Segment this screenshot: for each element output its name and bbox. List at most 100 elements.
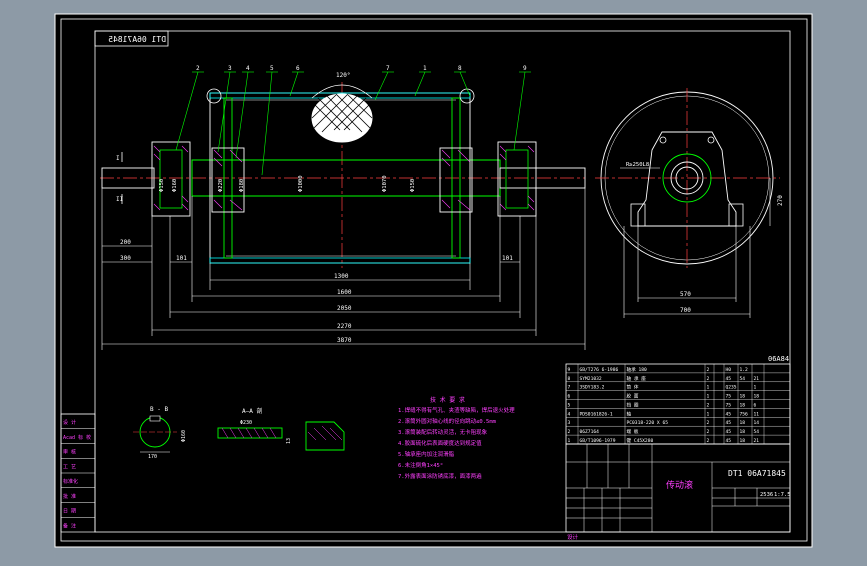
- bom-cell: 端 板: [627, 428, 639, 435]
- bom-cell: 45: [726, 429, 732, 435]
- tech-note-line: 7.外露表面涂防锈底漆，面漆两遍: [398, 472, 482, 480]
- shaft-left-end: [101, 167, 155, 189]
- bolt-2: [707, 136, 715, 144]
- dim-1600: 1600: [337, 289, 352, 296]
- bom-cell: 75: [726, 394, 732, 400]
- bom-cell: 1: [568, 438, 571, 444]
- bom-cell: 轴: [627, 410, 632, 417]
- bom-cell: 筒 体: [627, 384, 639, 391]
- bom-cell: 6: [568, 394, 571, 400]
- balloon-leader: [217, 71, 231, 153]
- tech-note-line: 1.焊缝不得有气孔、夹渣等缺陷，焊后退火处理: [398, 406, 515, 414]
- section-bb-width: 170: [148, 454, 157, 460]
- part-name: 传动滚: [666, 479, 693, 491]
- bom-cell: 7: [568, 385, 571, 391]
- shaft-diameter-label: Φ1070: [382, 175, 388, 192]
- balloon-number: 3: [228, 65, 232, 72]
- balloon-number: 1: [423, 65, 427, 72]
- left-block-label: 批 准: [63, 493, 76, 500]
- bom-cell: 4: [568, 411, 571, 417]
- frame-inner: [94, 30, 791, 533]
- dim-300: 300: [120, 255, 131, 262]
- section-aa-body: [217, 427, 283, 439]
- balloon-leader: [374, 71, 389, 101]
- bom-cell: 键 C45X280: [627, 437, 654, 444]
- balloon-leader: [459, 71, 471, 97]
- balloon-leader: [289, 71, 299, 97]
- left-block-label: 设 计: [63, 419, 76, 426]
- bom-cell: 2: [707, 420, 710, 426]
- drum-rubber-bottom: [209, 257, 471, 264]
- dim-101-right: 101: [502, 255, 513, 262]
- scale-value: 1:7.5: [774, 492, 791, 498]
- tech-note-line: 5.轴承座内加注润滑脂: [398, 450, 455, 458]
- aa-hatch: [221, 427, 277, 439]
- bom-cell: GB/T1096-1979: [580, 438, 616, 444]
- section-aa-title: A—A 剖: [242, 407, 262, 415]
- bom-cell: 6: [754, 402, 757, 408]
- bom-cell: PC0318-220 X 65: [627, 420, 669, 426]
- weld-hatch: [307, 425, 343, 441]
- section-mark-i-top: I: [116, 155, 120, 162]
- bore-outer: [662, 153, 712, 203]
- bom-cell: 9: [568, 367, 571, 373]
- balloon-number: 4: [246, 65, 250, 72]
- bom-cell: 1: [754, 385, 757, 391]
- bom-cell: 18: [754, 394, 760, 400]
- left-block-label: 工 艺: [63, 464, 76, 470]
- bom-cell: 3SDY183.2: [580, 385, 605, 391]
- shaft-diameter-label: Φ180: [239, 179, 245, 192]
- bom-cell: 45: [726, 420, 732, 426]
- bom-cell: 18: [740, 402, 746, 408]
- bom-cell: 06Z7164: [580, 429, 600, 435]
- dim-101-left: 101: [176, 255, 187, 262]
- drawing-number: DT1 06A71845: [728, 469, 786, 478]
- frame-outer: [60, 18, 808, 542]
- bolt-1: [659, 136, 667, 144]
- bom-cell: 2: [707, 429, 710, 435]
- bom-cell: 1: [707, 394, 710, 400]
- section-bb-height: Φ160: [181, 430, 187, 442]
- bom-cell: 18: [740, 394, 746, 400]
- angle-arc: [311, 84, 373, 99]
- bom-cell: 45: [726, 376, 732, 382]
- dim-radius: R≥250L8: [626, 162, 649, 168]
- bom-cell: 54: [754, 429, 760, 435]
- bom-cell: 21: [754, 376, 760, 382]
- shaft-diameter-label: Φ1000: [298, 175, 304, 192]
- bom-cell: 756: [740, 411, 749, 417]
- dim-1300: 1300: [334, 273, 349, 280]
- tech-note-line: 6.未注倒角1×45°: [398, 461, 443, 469]
- detail-circle-i: [206, 88, 222, 104]
- section-bb-key: [149, 415, 161, 422]
- stamp-box: [94, 30, 169, 47]
- bore-inner: [675, 166, 699, 190]
- end-plate-right: [451, 97, 461, 259]
- bearing-hatch: [153, 145, 535, 211]
- mirrored-stamp: DT1 06A71845: [108, 35, 166, 44]
- bom-cell: 2: [568, 429, 571, 435]
- bom-cell: GB/T276 6-1986: [580, 367, 619, 373]
- shaft-diameter-label: Φ150: [159, 179, 165, 192]
- bearing-housing-left: [151, 141, 191, 217]
- balloon-number: 9: [523, 65, 527, 72]
- side-view: 570 700 270 R≥250L8: [595, 88, 784, 318]
- tech-note-line: 3.滚筒装配后转动灵活，无卡阻现象: [398, 428, 488, 436]
- balloon-leader: [261, 71, 273, 176]
- dim-200: 200: [120, 239, 131, 246]
- balloon-leader: [175, 71, 199, 151]
- bom-cell: 胶 面: [627, 393, 639, 400]
- left-block-label: Acad 标 校: [63, 434, 91, 441]
- bom-cell: 轴 承 座: [627, 375, 647, 382]
- balloon-number: 5: [270, 65, 274, 72]
- balloon-number: 7: [386, 65, 390, 72]
- shaft-diameter-label: Φ220: [218, 179, 224, 192]
- bom-cell: PDS0161826-1: [580, 411, 613, 417]
- bom-cell: H0: [726, 367, 732, 373]
- angle-label: 120°: [336, 72, 350, 79]
- bom-cell: 2: [707, 438, 710, 444]
